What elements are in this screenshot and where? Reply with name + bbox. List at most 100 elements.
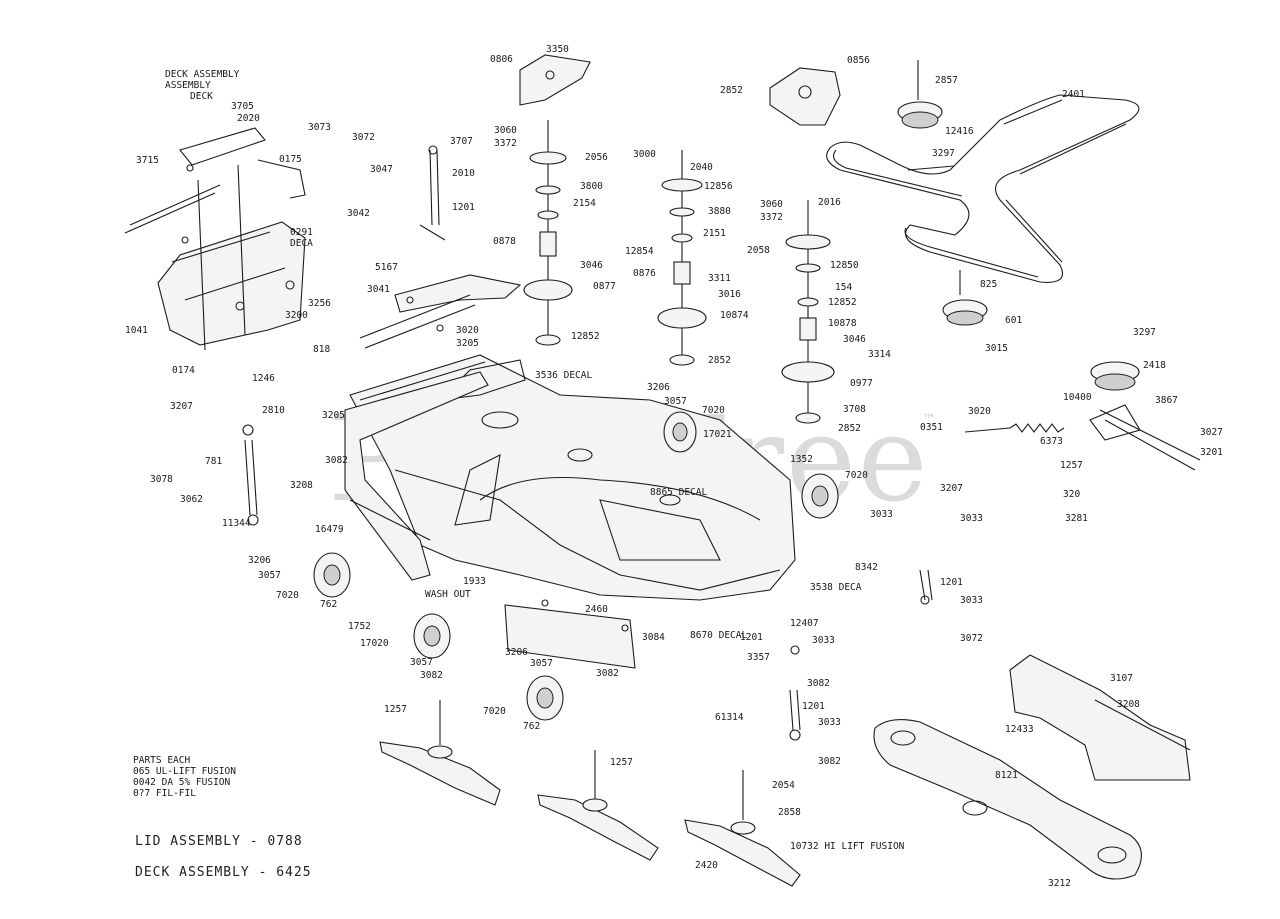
part-label: 3800 [580, 181, 603, 192]
part-label: 3046 [580, 260, 603, 271]
part-label: 1041 [125, 325, 148, 336]
part-label: 12854 [625, 246, 654, 257]
part-label: 8670 DECAL [690, 630, 747, 641]
part-label: 3206 [248, 555, 271, 566]
part-label: 2154 [573, 198, 596, 209]
part-label: 3715 [136, 155, 159, 166]
part-label: 16479 [315, 524, 344, 535]
part-label: 3020 [456, 325, 479, 336]
part-label: 3357 [747, 652, 770, 663]
part-label: 12416 [945, 126, 974, 137]
part-label: 17020 [360, 638, 389, 649]
part-label: 2858 [778, 807, 801, 818]
anti-scalp-wheel-mid-left [413, 613, 451, 659]
part-label: 3057 [410, 657, 433, 668]
part-label: 2852 [708, 355, 731, 366]
part-label: 3042 [347, 208, 370, 219]
part-label: 3073 [308, 122, 331, 133]
part-label: 3212 [1048, 878, 1071, 889]
part-label: 1257 [610, 757, 633, 768]
part-label: 12433 [1005, 724, 1034, 735]
part-label: 3015 [985, 343, 1008, 354]
part-label: 3538 DECA [810, 582, 862, 593]
notes-line-4: 0?7 FIL-FIL [133, 788, 196, 799]
part-label: 2401 [1062, 89, 1085, 100]
part-label: 10732 HI LIFT FUSION [790, 841, 905, 852]
part-label: 3207 [940, 483, 963, 494]
part-label: 2054 [772, 780, 795, 791]
footer-line-1: LID ASSEMBLY - 0788 [135, 834, 303, 849]
part-label: 154 [835, 282, 852, 293]
part-label: 3000 [633, 149, 656, 160]
notes-line-2: 065 UL-LIFT FUSION [133, 766, 236, 777]
part-label: 825 [980, 279, 997, 290]
anti-scalp-wheel-bottom [526, 675, 564, 721]
part-label: 2460 [585, 604, 608, 615]
part-label: 1352 [790, 454, 813, 465]
part-label: 0351 [920, 422, 943, 433]
part-label: 3033 [870, 509, 893, 520]
part-label: 3208 [290, 480, 313, 491]
part-label: 3082 [818, 756, 841, 767]
baffle-assembly [124, 127, 306, 351]
part-label: 3033 [812, 635, 835, 646]
part-label: 3311 [708, 273, 731, 284]
height-link-left [242, 424, 259, 526]
part-label: 5167 [375, 262, 398, 273]
part-label: 2016 [818, 197, 841, 208]
idler-pulley-bottom [942, 270, 988, 326]
part-label: 3072 [960, 633, 983, 644]
part-label: 12852 [571, 331, 600, 342]
header-note-2: ASSEMBLY [165, 80, 211, 91]
part-label: 7020 [276, 590, 299, 601]
anti-scalp-wheel-left [313, 552, 351, 598]
part-label: 3057 [664, 396, 687, 407]
part-label: 2852 [838, 423, 861, 434]
part-label: 2420 [695, 860, 718, 871]
part-label: 2151 [703, 228, 726, 239]
part-label: 1257 [1060, 460, 1083, 471]
part-label: 10878 [828, 318, 857, 329]
part-label: 3041 [367, 284, 390, 295]
part-label: 2058 [747, 245, 770, 256]
notes-line-1: PARTS EACH [133, 755, 190, 766]
rear-bracket-left [344, 371, 489, 581]
part-label: 3033 [960, 513, 983, 524]
part-label: 1257 [384, 704, 407, 715]
part-label: 3047 [370, 164, 393, 175]
part-label: 3206 [505, 647, 528, 658]
part-label: 3027 [1200, 427, 1223, 438]
part-label: 3536 DECAL [535, 370, 592, 381]
drive-belt [826, 94, 1140, 283]
part-label: 8121 [995, 770, 1018, 781]
part-label: 6373 [1040, 436, 1063, 447]
part-label: 1933 [463, 576, 486, 587]
part-label: 2020 [237, 113, 260, 124]
part-label: 0175 [279, 154, 302, 165]
part-label: 3082 [807, 678, 830, 689]
part-label: 3060 [494, 125, 517, 136]
part-label: 61314 [715, 712, 744, 723]
part-label: 3062 [180, 494, 203, 505]
part-label: 12856 [704, 181, 733, 192]
part-label: 3205 [322, 410, 345, 421]
part-label: 0876 [633, 268, 656, 279]
part-label: 762 [320, 599, 337, 610]
part-label: 3297 [932, 148, 955, 159]
part-label: 3082 [325, 455, 348, 466]
part-label: WASH OUT [425, 589, 471, 600]
part-label: 12407 [790, 618, 819, 629]
part-label: 3057 [530, 658, 553, 669]
footer-line-2: DECK ASSEMBLY - 6425 [135, 865, 312, 880]
part-label: 3082 [596, 668, 619, 679]
part-label: 2040 [690, 162, 713, 173]
part-label: 3057 [258, 570, 281, 581]
part-label: 7020 [483, 706, 506, 717]
part-label: 10874 [720, 310, 749, 321]
part-label: 12852 [828, 297, 857, 308]
part-label: 3372 [494, 138, 517, 149]
part-label: 781 [205, 456, 222, 467]
height-adjust-rod [419, 145, 446, 241]
part-label: 3033 [818, 717, 841, 728]
